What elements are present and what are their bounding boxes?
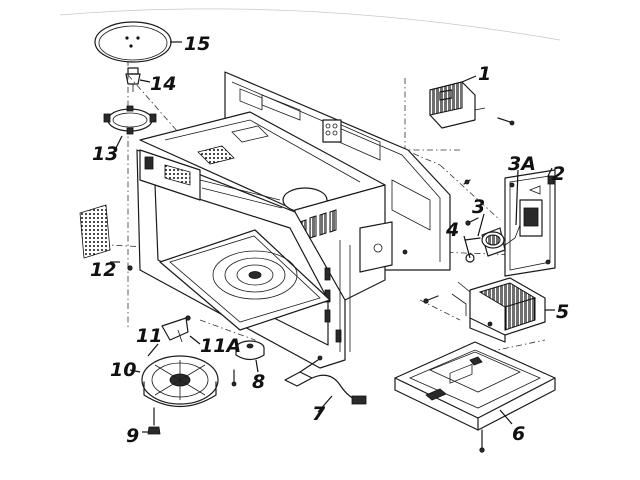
callout-6: 6 [512, 423, 525, 445]
hv-transformer [423, 277, 546, 343]
roller-ring [103, 105, 157, 135]
hv-capacitor [429, 81, 515, 129]
cavity-floor [159, 229, 331, 331]
callout-1: 1 [478, 63, 491, 85]
callout-5: 5 [556, 301, 569, 323]
turntable-coupler [125, 67, 141, 92]
callout-12: 12 [90, 259, 116, 281]
stirrer-fan-assembly [141, 317, 219, 435]
switch-bracket [504, 169, 556, 277]
callout-14: 14 [150, 73, 176, 95]
turntable-tray [94, 21, 172, 63]
screws [127, 249, 408, 321]
callout-13: 13 [92, 143, 118, 165]
waveguide-cover [79, 204, 111, 259]
callout-3a: 3A [508, 153, 536, 175]
callout-15: 15 [184, 33, 210, 55]
part-callouts: 15 14 13 12 1 2 3A 3 4 5 6 7 8 9 10 11 1… [90, 33, 569, 447]
base-plate [394, 341, 556, 453]
callout-7: 7 [312, 403, 326, 425]
callout-10: 10 [110, 359, 136, 381]
callout-11a: 11A [200, 335, 241, 357]
wire-harness [284, 355, 367, 405]
callout-2: 2 [552, 163, 565, 185]
callout-3: 3 [472, 196, 485, 218]
turntable-motor [231, 340, 265, 387]
leader-lines [110, 41, 555, 433]
callout-9: 9 [126, 425, 139, 447]
callout-8: 8 [252, 371, 265, 393]
callout-11: 11 [136, 325, 162, 347]
callout-4: 4 [445, 219, 459, 241]
